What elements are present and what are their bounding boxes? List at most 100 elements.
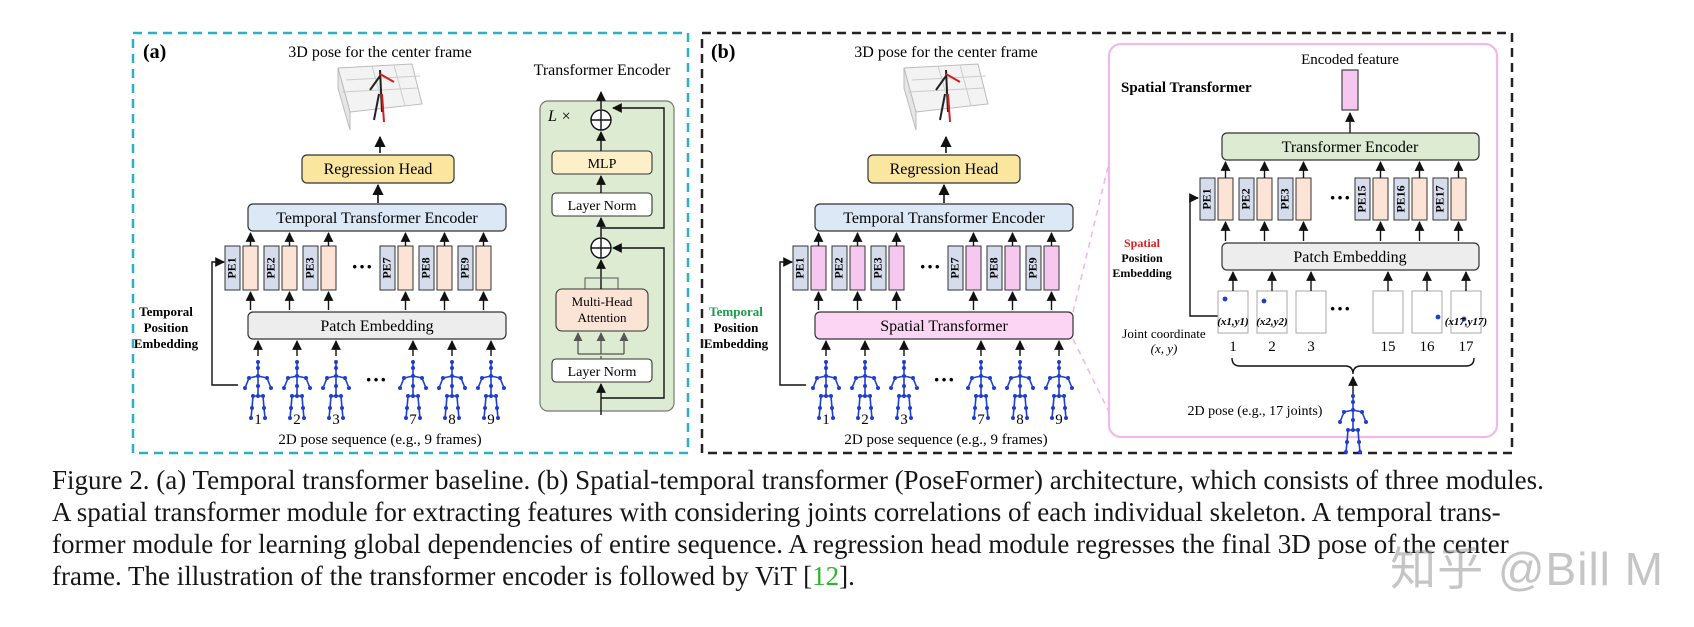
mlp-box [551,150,653,175]
b-skeleton-3-joint-13 [908,406,912,410]
s-pose-skeleton-joint-4 [1351,428,1355,432]
b-skeleton-5-joint-2 [1018,374,1022,378]
temporal-pe-a-line3: Embedding [134,336,199,351]
b-skeleton-3 [889,360,919,420]
a-skeleton-3-joint-7 [343,376,347,380]
a-skeleton-1-joint-12 [261,394,265,398]
s-coord-box-4 [1372,290,1404,334]
a-skeleton-3-joint-2 [334,374,338,378]
b-skeleton-5-bone-10 [1013,395,1016,409]
s-token-4 [1372,177,1389,221]
a-skeleton-2-joint-4 [295,394,299,398]
b-skeleton-6-joint-9 [1052,394,1056,398]
b-skeleton-2-joint-11 [856,416,860,420]
a-skeleton-4-joint-12 [416,394,420,398]
b-skeleton-6-bone-10 [1052,395,1055,409]
temporal-encoder-b [814,203,1074,232]
b-skeleton-2 [850,360,880,420]
panel-b-label: (b) [711,41,735,63]
a-skeleton-2-joint-10 [289,406,293,410]
s-joint-number-4: 15 [1381,339,1396,355]
a-skeleton-4-joint-6 [398,386,402,390]
a-skeleton-5 [437,360,467,420]
b-pe-label-1: PE1 [792,257,806,278]
a-skeleton-3-joint-1 [334,366,338,370]
a-skeleton-5-joint-3 [450,384,454,388]
b-ellipsis: ··· [919,254,941,279]
b-skeleton-4-joint-11 [972,416,976,420]
b-token-1 [810,245,827,291]
caption-line-4: frame. The illustration of the transform… [52,560,1644,592]
a-skeleton-2-joint-7 [304,376,308,380]
figure-caption: Figure 2. (a) Temporal transformer basel… [52,464,1644,592]
a-skeleton-3-joint-12 [339,394,343,398]
a-skeleton-1-joint-14 [263,416,267,420]
a-skeleton-2-joint-5 [286,376,290,380]
s-coord-dot-1 [1222,296,1228,302]
b-skeleton-3-bone-13 [908,395,911,409]
a-skeleton-2-joint-11 [288,416,292,420]
b-skeleton-6-joint-2 [1057,374,1061,378]
a-skeleton-6-joint-14 [496,416,500,420]
b-skeleton-4-joint-12 [984,394,988,398]
b-skeleton-1-joint-4 [824,394,828,398]
a-skeleton-3-joint-8 [347,386,351,390]
s-pose-skeleton-joint-13 [1357,440,1361,444]
b-skeleton-6-joint-1 [1057,366,1061,370]
a-ellipsis: ··· [351,254,373,279]
a-skeleton-5-joint-1 [450,366,454,370]
b-skeleton-2-joint-3 [863,384,867,388]
a-skeleton-5-joint-2 [450,374,454,378]
a-skeleton-5-joint-10 [444,406,448,410]
mha-line1: Multi-Head [572,294,633,309]
s-pose-skeleton [1338,394,1368,454]
temporal-encoder-b-label: Temporal Transformer Encoder [843,210,1045,227]
a-skeleton-1-joint-11 [249,416,253,420]
b-skeleton-2-joint-2 [863,374,867,378]
a-skeleton-2-joint-1 [295,366,299,370]
a-pe-1 [224,245,241,291]
caption-line-1: Figure 2. (a) Temporal transformer basel… [52,465,1544,495]
regression-head-b-label: Regression Head [890,161,999,178]
a-skeleton-3-joint-14 [341,416,345,420]
b-skeleton-4-joint-15 [979,360,983,364]
a-skeleton-3-bone-13 [340,395,343,409]
b-frame-number-6: 9 [1055,412,1063,428]
a-skeleton-2-joint-9 [290,394,294,398]
b-skeleton-1-joint-1 [824,366,828,370]
a-skeleton-6-joint-15 [489,360,493,364]
spatial-transformer-encoder [1221,132,1480,161]
b-token-3 [888,245,905,291]
a-skeleton-5-joint-12 [455,394,459,398]
b-frame-number-2: 2 [861,412,869,428]
a-frame-number-3: 3 [332,412,340,428]
layer-norm-bottom-label: Layer Norm [568,365,637,380]
mlp-label: MLP [588,157,617,172]
b-skeleton-6-joint-6 [1044,386,1048,390]
b-skeleton-2-joint-6 [850,386,854,390]
patch-embedding-a-label: Patch Embedding [320,318,433,335]
a-skeleton-6-joint-7 [498,376,502,380]
single-pose-skeleton [1338,394,1368,454]
s-coord-box-2 [1256,290,1288,334]
citation-link[interactable]: 12 [812,561,840,591]
a-skeleton-2-joint-8 [308,386,312,390]
s-pe-label-3: PE3 [1277,188,1291,209]
s-coord-label-6: (x17,y17) [1445,316,1487,328]
a-skeleton-5-joint-8 [463,386,467,390]
b-skeleton-6-joint-7 [1066,376,1070,380]
b-frame-number-1: 1 [822,412,830,428]
a-skeleton-1-joint-3 [256,384,260,388]
caption-line-2: A spatial transformer module for extract… [52,497,1501,527]
a-token-6 [475,245,492,291]
a-skeleton-5-joint-11 [443,416,447,420]
caption-line-3: former module for learning global depend… [52,529,1509,559]
a-skeleton-6-joint-12 [494,394,498,398]
encoded-feature-label: Encoded feature [1301,52,1399,68]
a-skeleton-1 [243,360,273,420]
a-skeleton-1-joint-2 [256,374,260,378]
s-joint-number-5: 16 [1420,339,1436,355]
s-coord-box-6 [1450,290,1482,334]
a-skeleton-5-joint-15 [450,360,454,364]
s-pose-skeleton-bone-13 [1357,429,1360,443]
